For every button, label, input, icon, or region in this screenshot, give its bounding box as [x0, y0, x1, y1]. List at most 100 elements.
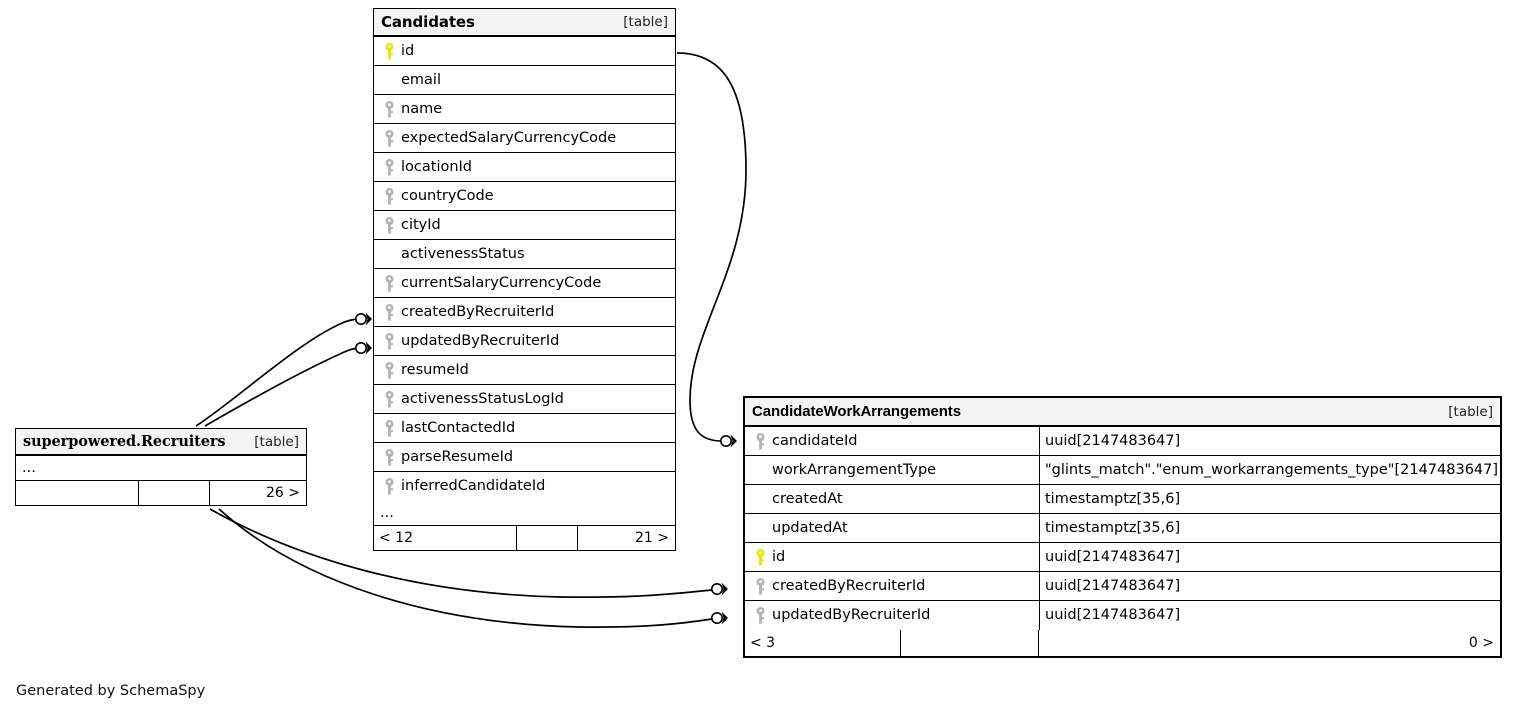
table-row[interactable]: expectedSalaryCurrencyCode: [374, 124, 675, 153]
foreign-key-icon: [380, 303, 398, 321]
table-row[interactable]: updatedByRecruiterId: [374, 327, 675, 356]
table-row[interactable]: inferredCandidateId: [374, 472, 675, 501]
column-type-cell: uuid[2147483647]: [1039, 601, 1500, 630]
table-row[interactable]: currentSalaryCurrencyCode: [374, 269, 675, 298]
table-candidate-work-arrangements[interactable]: CandidateWorkArrangements [table] candid…: [743, 396, 1502, 658]
column-name: workArrangementType: [772, 461, 937, 478]
table-row[interactable]: createdByRecruiterId: [374, 298, 675, 327]
column-name-cell: workArrangementType: [745, 456, 1039, 484]
table-row[interactable]: workArrangementType "glints_match"."enum_…: [745, 456, 1500, 485]
table-candidates-footer: < 12 21 >: [374, 526, 675, 550]
column-name: id: [401, 42, 415, 59]
column-name: activenessStatus: [401, 245, 525, 262]
column-name: id: [772, 548, 786, 565]
edge-recruiters-to-candidates-updatedbyrecruiterid: [204, 340, 373, 427]
column-name: countryCode: [401, 187, 494, 204]
candidates-next-pager[interactable]: 21 >: [635, 530, 669, 546]
generated-by-note: Generated by SchemaSpy: [16, 683, 206, 699]
column-name-cell: resumeId: [374, 356, 675, 384]
column-name: parseResumeId: [401, 448, 514, 465]
column-name: cityId: [401, 216, 441, 233]
column-type: uuid[2147483647]: [1045, 432, 1181, 449]
no-key-spacer: [751, 491, 769, 507]
table-row[interactable]: activenessStatusLogId: [374, 385, 675, 414]
column-name: email: [401, 71, 441, 88]
table-candidates-columns: id email name expectedSalaryCurrencyCode loc…: [374, 37, 675, 501]
column-type: uuid[2147483647]: [1045, 607, 1181, 624]
table-row[interactable]: countryCode: [374, 182, 675, 211]
column-name-cell: updatedByRecruiterId: [745, 601, 1039, 630]
table-cwa-tag: [table]: [1448, 403, 1493, 420]
column-name: createdAt: [772, 490, 843, 507]
column-name: resumeId: [401, 361, 469, 378]
column-name-cell: updatedAt: [745, 514, 1039, 542]
column-name: locationId: [401, 158, 473, 175]
column-name-cell: createdAt: [745, 485, 1039, 513]
table-row[interactable]: locationId: [374, 153, 675, 182]
column-type: uuid[2147483647]: [1045, 548, 1181, 565]
column-name: updatedAt: [772, 519, 848, 536]
table-cwa-title: CandidateWorkArrangements: [752, 403, 961, 420]
table-row[interactable]: cityId: [374, 211, 675, 240]
table-row[interactable]: updatedAt timestamptz[35,6]: [745, 514, 1500, 543]
primary-key-icon: [380, 42, 398, 60]
recruiters-prev-pager[interactable]: [16, 481, 138, 505]
cwa-prev-pager[interactable]: < 3: [750, 635, 776, 651]
foreign-key-icon: [380, 419, 398, 437]
column-name-cell: email: [374, 66, 675, 94]
table-row[interactable]: activenessStatus: [374, 240, 675, 269]
table-cwa-footer: < 3 0 >: [745, 630, 1500, 656]
table-row[interactable]: id uuid[2147483647]: [745, 543, 1500, 572]
column-name-cell: cityId: [374, 211, 675, 239]
column-name-cell: currentSalaryCurrencyCode: [374, 269, 675, 297]
column-type-cell: "glints_match"."enum_workarrangements_ty…: [1039, 456, 1500, 484]
column-name-cell: id: [374, 37, 675, 65]
column-name: currentSalaryCurrencyCode: [401, 274, 602, 291]
table-recruiters[interactable]: superpowered.Recruiters [table] ... 26 >: [15, 428, 307, 506]
recruiters-next-pager[interactable]: 26 >: [266, 485, 300, 501]
edge-recruiters-to-candidates-createdbyrecruiterid: [195, 311, 373, 427]
column-name-cell: activenessStatusLogId: [374, 385, 675, 413]
table-candidates-tag: [table]: [623, 14, 668, 30]
column-name: name: [401, 100, 443, 117]
column-name-cell: createdByRecruiterId: [374, 298, 675, 326]
column-name-cell: activenessStatus: [374, 240, 675, 268]
table-row[interactable]: lastContactedId: [374, 414, 675, 443]
candidates-prev-pager[interactable]: < 12: [379, 530, 413, 546]
column-type-cell: timestamptz[35,6]: [1039, 514, 1500, 542]
column-name-cell: inferredCandidateId: [374, 472, 675, 501]
column-name: createdByRecruiterId: [401, 303, 555, 320]
foreign-key-icon: [380, 448, 398, 466]
no-key-spacer: [380, 246, 398, 262]
cwa-next-pager[interactable]: 0 >: [1468, 635, 1494, 651]
column-name: activenessStatusLogId: [401, 390, 564, 407]
foreign-key-icon: [380, 390, 398, 408]
column-name-cell: id: [745, 543, 1039, 571]
table-row[interactable]: id: [374, 37, 675, 66]
table-row[interactable]: name: [374, 95, 675, 124]
column-name-cell: createdByRecruiterId: [745, 572, 1039, 600]
table-row[interactable]: parseResumeId: [374, 443, 675, 472]
column-type-cell: uuid[2147483647]: [1039, 543, 1500, 571]
column-name-cell: expectedSalaryCurrencyCode: [374, 124, 675, 152]
table-recruiters-footer: 26 >: [16, 481, 306, 505]
foreign-key-icon: [380, 100, 398, 118]
table-candidates-more-indicator: ...: [374, 501, 675, 526]
table-row[interactable]: email: [374, 66, 675, 95]
foreign-key-icon: [380, 332, 398, 350]
column-name-cell: parseResumeId: [374, 443, 675, 471]
foreign-key-icon: [751, 432, 769, 450]
table-row[interactable]: resumeId: [374, 356, 675, 385]
column-type-cell: uuid[2147483647]: [1039, 427, 1500, 455]
column-type: timestamptz[35,6]: [1045, 490, 1181, 507]
table-row[interactable]: updatedByRecruiterId uuid[2147483647]: [745, 601, 1500, 630]
foreign-key-icon: [380, 274, 398, 292]
foreign-key-icon: [751, 577, 769, 595]
column-name: inferredCandidateId: [401, 478, 546, 495]
table-row[interactable]: createdAt timestamptz[35,6]: [745, 485, 1500, 514]
